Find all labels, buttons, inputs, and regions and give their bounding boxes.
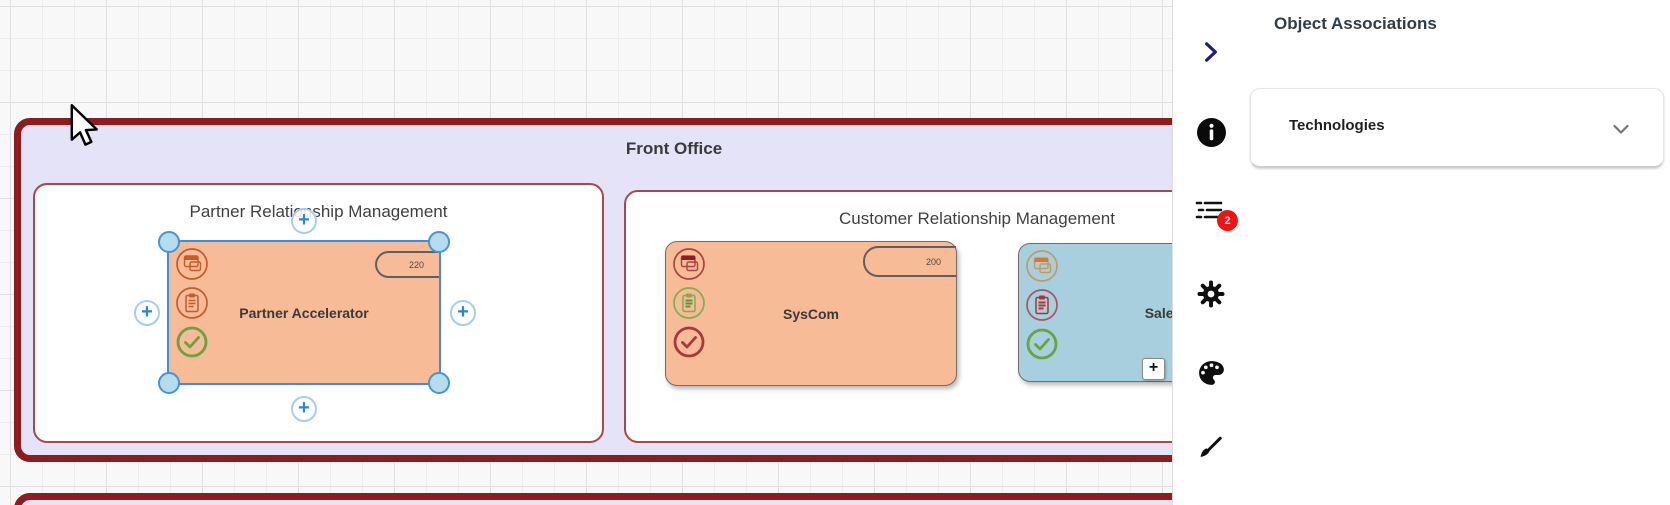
check-icon: [176, 326, 208, 358]
cards-icon: [1026, 250, 1058, 282]
resize-handle-bottom-left[interactable]: [158, 372, 180, 394]
chevron-right-icon: [1205, 42, 1217, 62]
info-icon: [1196, 117, 1226, 147]
gear-icon: [1197, 280, 1225, 308]
object-associations-panel: Object Associations 2: [1172, 0, 1670, 505]
object-list-icon: [1195, 201, 1223, 219]
count-badge: 200: [863, 246, 956, 277]
container-next-row[interactable]: [14, 493, 1172, 505]
accordion-label: Technologies: [1289, 117, 1385, 134]
panel-title: Object Associations: [1274, 14, 1437, 33]
accordion-technologies[interactable]: Technologies: [1250, 88, 1664, 168]
resize-handle-top-right[interactable]: [428, 231, 450, 253]
cards-icon: [176, 248, 208, 280]
info-button[interactable]: [1191, 112, 1231, 152]
diagram-canvas[interactable]: Front Office Partner Relationship Manage…: [0, 0, 1172, 505]
card-partner-accelerator[interactable]: Partner Accelerator 220 + + + +: [134, 208, 476, 422]
card-status-icons: [672, 247, 706, 359]
group-title: Customer Relationship Management: [839, 209, 1115, 228]
theme-button[interactable]: [1191, 353, 1231, 393]
group-partner-relationship-management[interactable]: Partner Relationship Management: [33, 183, 604, 443]
card-status-icons: [1025, 249, 1059, 361]
settings-button[interactable]: [1191, 274, 1231, 314]
resize-handle-bottom-right[interactable]: [428, 372, 450, 394]
card-label: Partner Accelerator: [239, 304, 369, 321]
add-left-button[interactable]: +: [134, 299, 160, 326]
check-icon: [1026, 328, 1058, 360]
container-front-office-label: Front Office: [625, 139, 723, 158]
card-label: SysCom: [782, 305, 840, 322]
card-status-icons: [175, 247, 209, 359]
object-list-button[interactable]: [1189, 191, 1229, 231]
cards-icon: [673, 248, 705, 280]
card-syscom[interactable]: SysCom 200: [665, 241, 957, 386]
expand-button[interactable]: +: [1142, 358, 1165, 380]
chevron-down-icon[interactable]: [1609, 117, 1633, 141]
count-badge: 220: [375, 251, 439, 278]
format-brush-button[interactable]: [1189, 430, 1229, 470]
card-label: Sales: [1144, 304, 1172, 321]
palette-icon: [1198, 360, 1224, 385]
resize-handle-top-left[interactable]: [158, 231, 180, 253]
clipboard-icon: [673, 287, 705, 319]
paintbrush-icon: [1200, 436, 1222, 457]
collapse-panel-button[interactable]: [1191, 32, 1231, 72]
add-bottom-button[interactable]: +: [291, 396, 317, 422]
check-icon: [673, 326, 705, 358]
clipboard-icon: [1026, 289, 1058, 321]
add-top-button[interactable]: +: [291, 208, 317, 234]
group-title: Partner Relationship Management: [189, 202, 448, 221]
clipboard-icon: [176, 287, 208, 319]
notification-badge: 2: [1217, 210, 1238, 231]
add-right-button[interactable]: +: [450, 299, 476, 326]
card-sales[interactable]: Sales +: [1018, 243, 1172, 382]
